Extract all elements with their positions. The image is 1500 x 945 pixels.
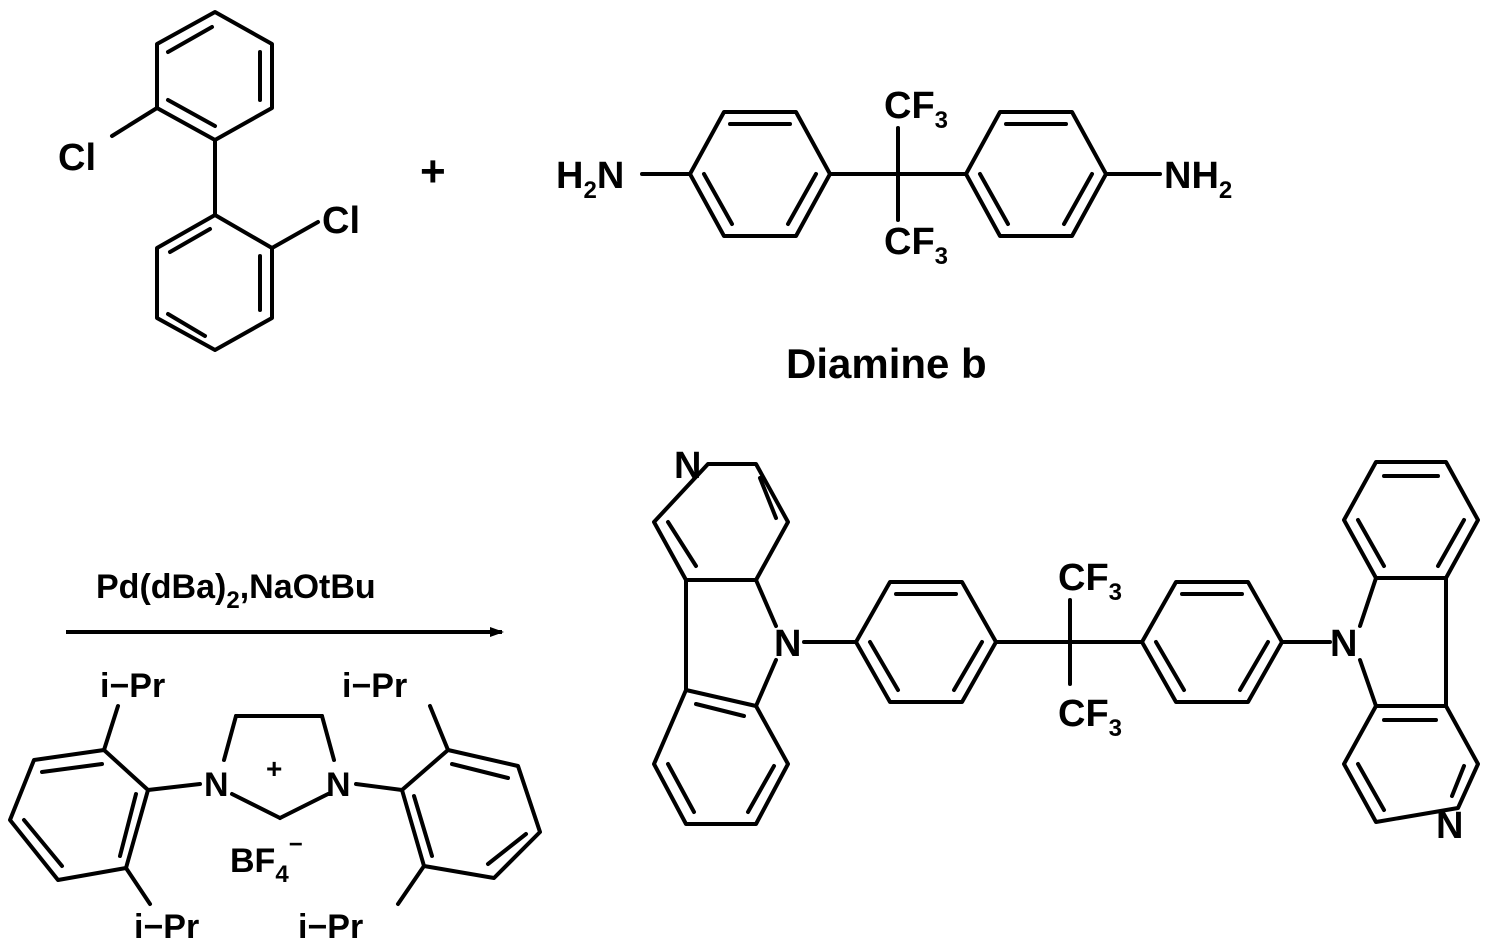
ring-bond — [1360, 660, 1376, 706]
product-right-phenyl — [1142, 582, 1282, 702]
pyridine-nitrogen-left: N — [674, 445, 701, 487]
cf3-label-top: CF3 — [884, 85, 948, 134]
ring-bond — [224, 716, 236, 760]
ring-bond — [232, 794, 280, 818]
double-bond — [168, 100, 215, 126]
double-bond — [954, 642, 982, 690]
c-ipr-bond — [126, 868, 150, 904]
double-bond — [870, 642, 898, 690]
upper-benzene-ring — [157, 12, 272, 140]
ring-bond — [322, 716, 334, 760]
ring-bond — [756, 580, 776, 626]
double-bond — [704, 174, 732, 224]
c-ipr-bond — [104, 706, 118, 750]
product-molecule: N N CF3 CF3 N — [654, 445, 1478, 847]
double-bond — [1358, 520, 1384, 566]
amine-label-right: NH2 — [1164, 155, 1232, 204]
double-bond — [980, 174, 1008, 224]
isopropyl-label-top-left: i−Pr — [100, 667, 165, 705]
ring-bond — [756, 660, 776, 706]
product-left-phenyl — [856, 582, 996, 702]
double-bond — [1358, 764, 1384, 810]
diamine-right-ring — [966, 112, 1106, 236]
cf3-label-bottom: CF3 — [884, 221, 948, 270]
product-cf3-label-bottom: CF3 — [1058, 693, 1122, 742]
right-benzo-ring — [1344, 462, 1478, 578]
nitrogen-label-right: N — [326, 766, 351, 804]
double-bond — [696, 704, 744, 716]
isopropyl-label-bottom-right: i−Pr — [298, 908, 363, 945]
n-aryl-bond — [148, 784, 200, 790]
imidazolinium-catalyst: i−Pr i−Pr N N + BF4− i−Pr i−Pr — [10, 667, 540, 945]
c-ipr-bond — [430, 706, 448, 750]
amine-label-left: H2N — [556, 155, 624, 204]
isopropyl-label-bottom-left: i−Pr — [134, 908, 199, 945]
double-bond — [1438, 520, 1464, 566]
double-bond — [668, 522, 696, 566]
double-bond — [1064, 174, 1092, 224]
double-bond — [668, 764, 694, 812]
nitrogen-label-left: N — [204, 766, 229, 804]
double-bond — [1156, 642, 1184, 690]
double-bond — [1452, 766, 1464, 796]
diamine-b-caption: Diamine b — [786, 340, 987, 387]
n-aryl-bond — [356, 784, 402, 790]
left-aryl-ring — [10, 750, 148, 880]
dichlorobiphenyl-molecule: Cl Cl — [58, 12, 360, 350]
reagent-label: Pd(dBa)2,NaOtBu — [96, 568, 376, 614]
chlorine-label-bottom: Cl — [322, 200, 360, 242]
carbazole-nitrogen-right: N — [1330, 623, 1357, 665]
pyridine-nitrogen-right: N — [1436, 805, 1463, 847]
double-bond — [452, 764, 508, 778]
lower-benzene-ring — [157, 215, 272, 350]
isopropyl-label-top-right: i−Pr — [342, 667, 407, 705]
double-bond — [1240, 642, 1268, 690]
double-bond — [42, 764, 102, 772]
carbazole-nitrogen-left: N — [774, 623, 801, 665]
diamine-b-molecule: H2N CF3 CF3 NH2 — [556, 85, 1232, 270]
double-bond — [788, 174, 816, 224]
chlorine-label-top: Cl — [58, 137, 96, 179]
counterion-label: BF4− — [230, 831, 303, 888]
positive-charge: + — [266, 753, 282, 784]
diamine-left-ring — [690, 112, 830, 236]
c-cl-bond — [272, 222, 318, 248]
c-ipr-bond — [398, 866, 424, 904]
double-bond — [748, 766, 774, 812]
plus-sign: + — [420, 147, 446, 196]
ring-bond — [280, 794, 328, 818]
ring-bond — [1360, 578, 1376, 626]
product-cf3-label-top: CF3 — [1058, 557, 1122, 606]
double-bond — [168, 27, 212, 52]
c-cl-bond — [112, 108, 157, 136]
double-bond — [170, 229, 210, 252]
